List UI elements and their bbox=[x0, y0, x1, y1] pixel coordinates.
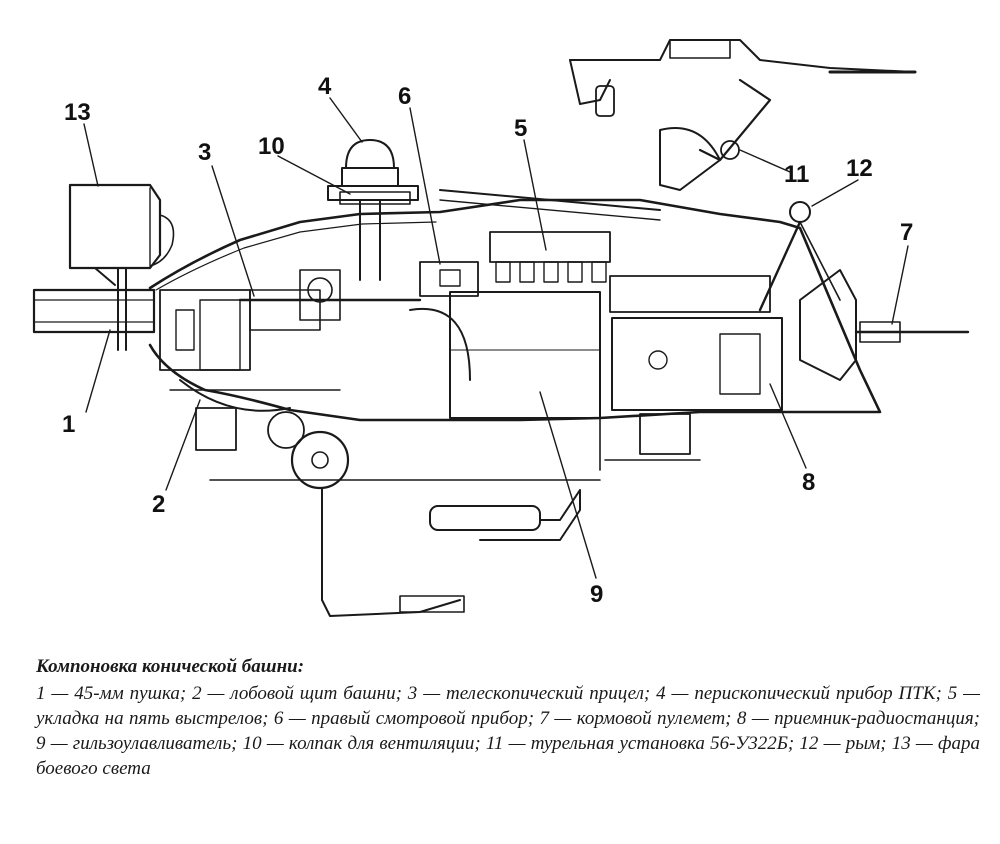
callout-9: 9 bbox=[590, 581, 603, 608]
periscope-ptk bbox=[327, 139, 419, 281]
callout-12: 12 bbox=[846, 155, 873, 182]
lower-traverse-mechanism bbox=[195, 407, 691, 617]
callout-5: 5 bbox=[514, 115, 527, 142]
caption-body: 1 — 45-мм пушка; 2 — лобовой щит башни; … bbox=[36, 683, 980, 779]
callout-1: 1 bbox=[62, 411, 75, 438]
casing-catcher bbox=[449, 291, 601, 419]
gun-barrel bbox=[32, 267, 156, 351]
callout-6: 6 bbox=[398, 83, 411, 110]
turret-mount-56-u322b bbox=[569, 39, 917, 191]
caption-title: Компоновка конической башни: bbox=[36, 656, 305, 677]
rear-machine-gun bbox=[799, 269, 970, 381]
turret-layout-drawing: 1 2 3 4 6 5 7 8 9 10 11 12 13 bbox=[32, 39, 970, 617]
callout-2: 2 bbox=[152, 491, 165, 518]
seat bbox=[429, 489, 581, 541]
right-vision-device bbox=[409, 261, 479, 381]
callout-10: 10 bbox=[258, 133, 285, 160]
ventilation-cap bbox=[339, 191, 411, 205]
turret-shell-outline bbox=[148, 198, 882, 481]
lifting-eye bbox=[758, 201, 841, 312]
ammo-stowage-five-rounds bbox=[439, 189, 661, 283]
combat-searchlight bbox=[68, 183, 175, 286]
gun-mount-assembly bbox=[159, 289, 341, 412]
figure-caption: Компоновка конической башни: 1 — 45-мм п… bbox=[36, 654, 980, 781]
callout-7: 7 bbox=[900, 219, 913, 246]
callout-3: 3 bbox=[198, 139, 211, 166]
callout-4: 4 bbox=[318, 73, 332, 100]
callout-11: 11 bbox=[784, 161, 809, 188]
callout-13: 13 bbox=[64, 99, 91, 126]
telescopic-sight bbox=[238, 269, 422, 321]
leader-lines bbox=[83, 97, 909, 579]
radio-receiver-station bbox=[609, 275, 783, 411]
callout-8: 8 bbox=[802, 469, 815, 496]
